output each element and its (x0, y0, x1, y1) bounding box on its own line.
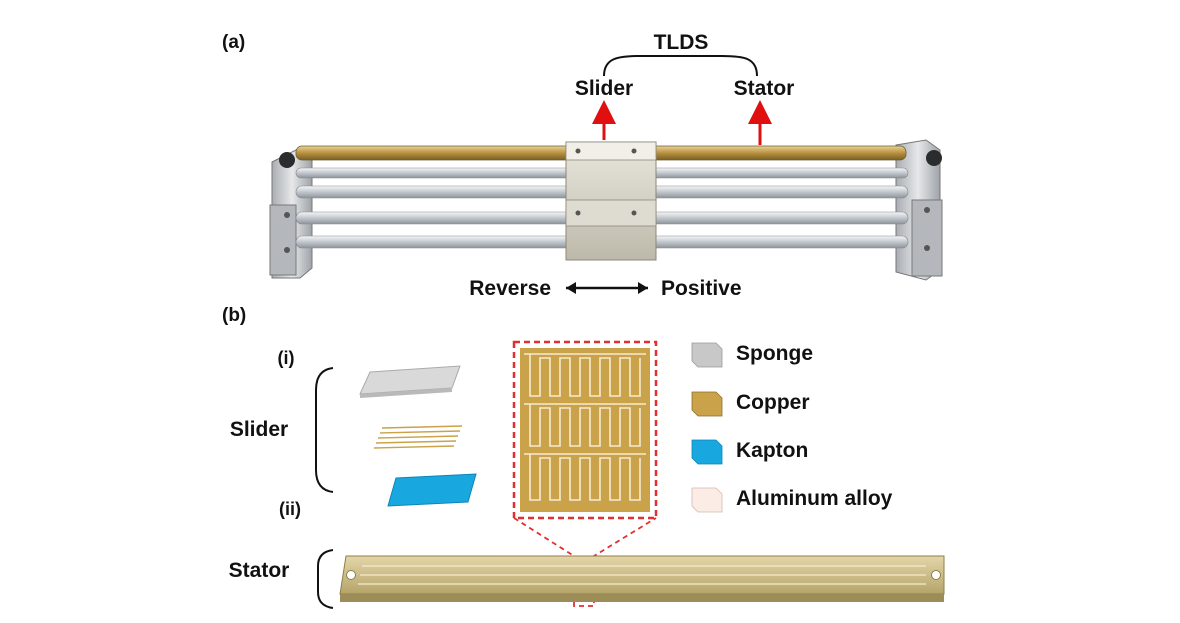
zoom-box (512, 340, 658, 520)
legend-swatch-aluminum (691, 487, 723, 513)
kapton-layer (387, 473, 477, 507)
sub-label-i: (i) (278, 348, 295, 368)
copper-strips-layer (373, 425, 463, 449)
linear-slide-device (269, 139, 943, 281)
stator-plate (339, 555, 945, 602)
panel-b-label: (b) (222, 305, 246, 326)
sub-label-ii: (ii) (279, 499, 301, 519)
legend-label-aluminum: Aluminum alloy (736, 487, 893, 510)
stator-label-a: Stator (734, 77, 795, 100)
slider-label-a: Slider (575, 77, 633, 100)
electrode-pattern (520, 348, 650, 512)
tlds-label: TLDS (654, 31, 709, 54)
stator-brace (317, 549, 334, 609)
positive-label: Positive (661, 277, 742, 300)
legend-swatch-sponge (691, 342, 723, 368)
legend-swatch-copper (691, 391, 723, 417)
panel-a-label: (a) (222, 32, 245, 53)
materials-legend: Sponge Copper Kapton Aluminum alloy (691, 342, 893, 513)
legend-label-kapton: Kapton (736, 439, 808, 462)
slider-label-b: Slider (230, 418, 288, 441)
stator-label-b: Stator (229, 559, 290, 582)
reverse-label: Reverse (469, 277, 551, 300)
legend-label-copper: Copper (736, 391, 810, 414)
legend-label-sponge: Sponge (736, 342, 813, 365)
slider-brace (315, 367, 334, 493)
tlds-bracket (603, 55, 758, 77)
right-knob (926, 150, 942, 166)
left-knob (279, 152, 295, 168)
legend-swatch-kapton (691, 439, 723, 465)
